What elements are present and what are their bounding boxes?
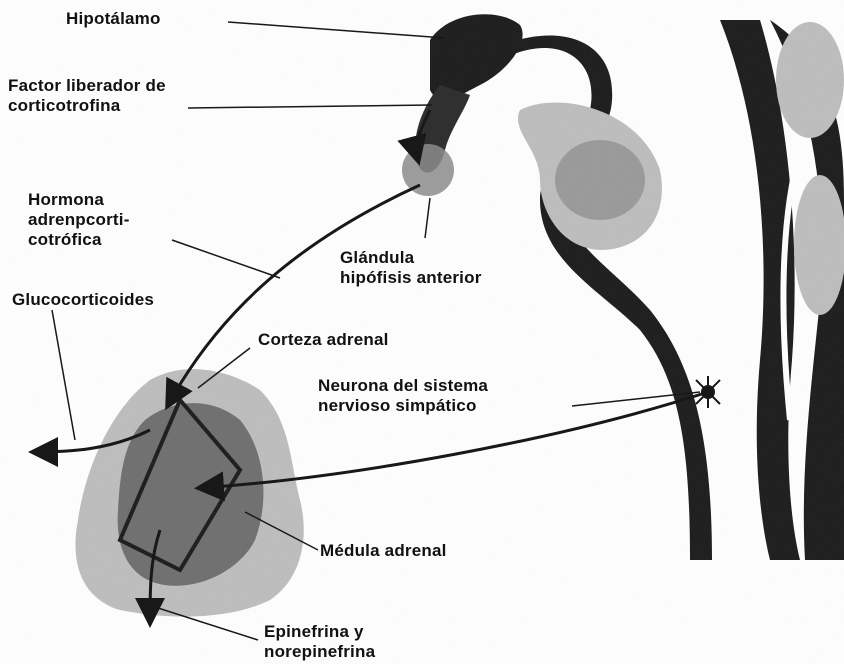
neurona-line-1: Neurona del sistema	[318, 376, 488, 396]
neurona-line-2: nervioso simpático	[318, 396, 488, 416]
corteza-text: Corteza adrenal	[258, 330, 389, 350]
label-neurona: Neurona del sistema nervioso simpático	[318, 376, 488, 416]
label-glandula: Glándula hipófisis anterior	[340, 248, 482, 288]
label-factor-liberador: Factor liberador de corticotrofina	[8, 76, 166, 116]
glucocorticoides-text: Glucocorticoides	[12, 290, 154, 310]
label-medula: Médula adrenal	[320, 541, 447, 561]
factor-line-2: corticotrofina	[8, 96, 166, 116]
label-hormona: Hormona adrenpcorti- cotrófica	[28, 190, 130, 250]
label-epinefrina: Epinefrina y norepinefrina	[264, 622, 375, 662]
label-glucocorticoides: Glucocorticoides	[12, 290, 154, 310]
factor-line-1: Factor liberador de	[8, 76, 166, 96]
epinefrina-line-2: norepinefrina	[264, 642, 375, 662]
glandula-line-2: hipófisis anterior	[340, 268, 482, 288]
hormona-line-2: adrenpcorti-	[28, 210, 130, 230]
glandula-line-1: Glándula	[340, 248, 482, 268]
hormona-line-3: cotrófica	[28, 230, 130, 250]
hipotalamo-text: Hipotálamo	[66, 9, 161, 29]
hormona-line-1: Hormona	[28, 190, 130, 210]
medula-text: Médula adrenal	[320, 541, 447, 561]
label-corteza: Corteza adrenal	[258, 330, 389, 350]
label-hipotalamo: Hipotálamo	[66, 9, 161, 29]
epinefrina-line-1: Epinefrina y	[264, 622, 375, 642]
